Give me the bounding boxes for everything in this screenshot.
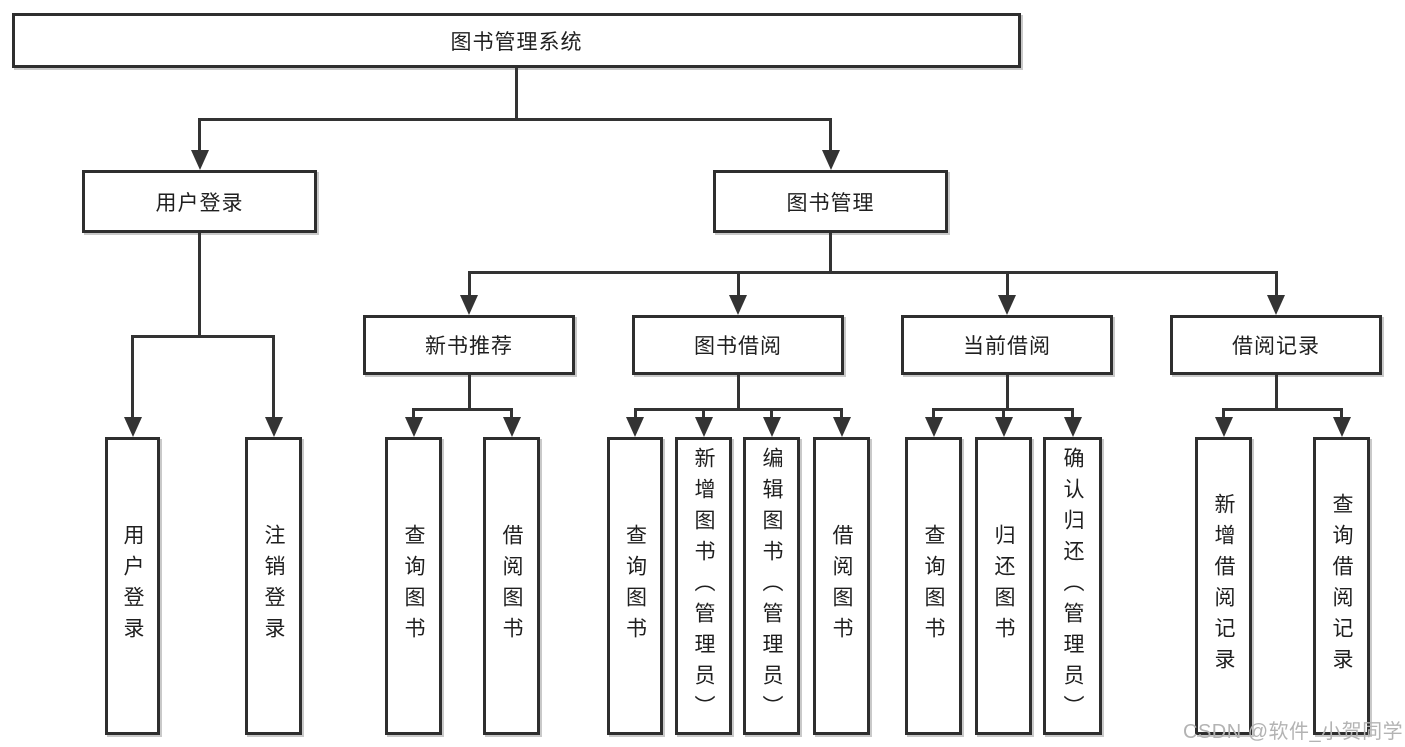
arrow-down-icon [994,417,1013,437]
arrow-down-icon [190,150,209,170]
connector-shaft-borrow-book-rec [510,408,513,419]
node-edit-book-admin: 编辑图书（管理员） [743,437,800,735]
node-borrow-book-func: 借阅图书 [813,437,870,735]
connector-shaft-book-borrow [736,271,740,297]
connector-shaft-add-borrow-record [1222,408,1225,419]
node-logout-func: 注销登录 [245,437,302,735]
connector-shaft-query-book-current [932,408,935,419]
node-user-login: 用户登录 [82,170,317,233]
node-add-book-admin: 新增图书（管理员） [675,437,732,735]
node-label-book-borrow: 图书借阅 [694,335,782,358]
arrow-down-icon [924,417,943,437]
node-current-borrow: 当前借阅 [901,315,1113,375]
connector-shaft-current-borrow [1005,271,1009,297]
connector-shaft-edit-book-admin [770,408,773,419]
node-borrow-book-rec: 借阅图书 [483,437,540,735]
node-add-borrow-record: 新增借阅记录 [1195,437,1252,735]
arrow-down-icon [762,417,781,437]
node-label-new-book-rec: 新书推荐 [425,335,513,358]
connector-shaft-borrow-records [1274,271,1278,297]
connector-shaft-user-login-func [131,335,134,419]
node-label-system: 图书管理系统 [450,30,583,54]
node-return-book: 归还图书 [975,437,1032,735]
connector-shaft-query-book-rec [412,408,415,419]
node-label-user-login-func: 用户登录 [121,524,144,648]
node-label-return-book: 归还图书 [992,524,1015,648]
connector-shaft-user-login [198,118,201,152]
watermark: CSDN @软件_小贺同学 [1183,721,1404,743]
arrow-down-icon [1063,417,1082,437]
connector-trunk-book-mgmt [829,233,832,274]
connector-shaft-book-mgmt [829,118,832,152]
connector-bus-new-book-rec [412,408,513,411]
node-label-query-borrow-record: 查询借阅记录 [1330,493,1353,679]
node-label-user-login: 用户登录 [155,191,244,215]
node-confirm-return-admin: 确认归还（管理员） [1043,437,1102,735]
node-label-add-book-admin: 新增图书（管理员） [692,446,715,726]
arrow-down-icon [460,295,478,315]
connector-shaft-add-book-admin [702,408,705,419]
node-label-edit-book-admin: 编辑图书（管理员） [760,446,783,726]
node-label-add-borrow-record: 新增借阅记录 [1212,493,1235,679]
connector-shaft-query-borrow-record [1340,408,1343,419]
node-book-mgmt: 图书管理 [713,170,948,233]
arrow-down-icon [694,417,713,437]
connector-trunk-book-borrow [736,375,740,411]
node-label-borrow-records: 借阅记录 [1232,335,1320,358]
connector-bus-user-login [131,335,275,338]
arrow-down-icon [821,150,840,170]
arrow-down-icon [832,417,851,437]
connector-trunk-system [515,68,518,121]
connector-shaft-borrow-book-func [840,408,843,419]
arrow-down-icon [729,295,747,315]
connector-shaft-new-book-rec [467,271,471,297]
connector-shaft-query-book-borrow [633,408,637,419]
node-new-book-rec: 新书推荐 [363,315,575,375]
arrow-down-icon [1332,417,1351,437]
connector-bus-book-mgmt [467,271,1278,274]
node-query-book-rec: 查询图书 [385,437,442,735]
node-label-borrow-book-rec: 借阅图书 [500,524,523,648]
arrow-down-icon [404,417,423,437]
node-book-borrow: 图书借阅 [632,315,844,375]
connector-bus-system [198,118,832,121]
arrow-down-icon [123,417,142,437]
node-label-query-book-borrow: 查询图书 [623,524,647,648]
node-query-book-current: 查询图书 [905,437,962,735]
arrow-down-icon [998,295,1016,315]
arrow-down-icon [1214,417,1233,437]
node-label-confirm-return-admin: 确认归还（管理员） [1061,446,1084,726]
connector-bus-book-borrow [633,408,843,411]
connector-shaft-confirm-return-admin [1071,408,1074,419]
connector-shaft-logout-func [272,335,275,419]
connector-trunk-user-login [198,233,201,338]
connector-trunk-borrow-records [1274,375,1278,411]
arrow-down-icon [264,417,283,437]
node-system: 图书管理系统 [12,13,1021,68]
node-borrow-records: 借阅记录 [1170,315,1382,375]
arrow-down-icon [626,417,644,437]
connector-trunk-current-borrow [1005,375,1009,411]
connector-shaft-return-book [1002,408,1005,419]
node-label-query-book-current: 查询图书 [922,524,945,648]
connector-trunk-new-book-rec [467,375,471,411]
node-user-login-func: 用户登录 [105,437,160,735]
node-label-borrow-book-func: 借阅图书 [830,524,853,648]
connector-bus-borrow-records [1222,408,1343,411]
node-query-borrow-record: 查询借阅记录 [1313,437,1370,735]
node-label-book-mgmt: 图书管理 [786,191,875,215]
node-label-current-borrow: 当前借阅 [963,335,1051,358]
arrow-down-icon [502,417,521,437]
node-label-query-book-rec: 查询图书 [402,524,425,648]
node-label-logout-func: 注销登录 [262,524,285,648]
arrow-down-icon [1267,295,1285,315]
node-query-book-borrow: 查询图书 [607,437,663,735]
